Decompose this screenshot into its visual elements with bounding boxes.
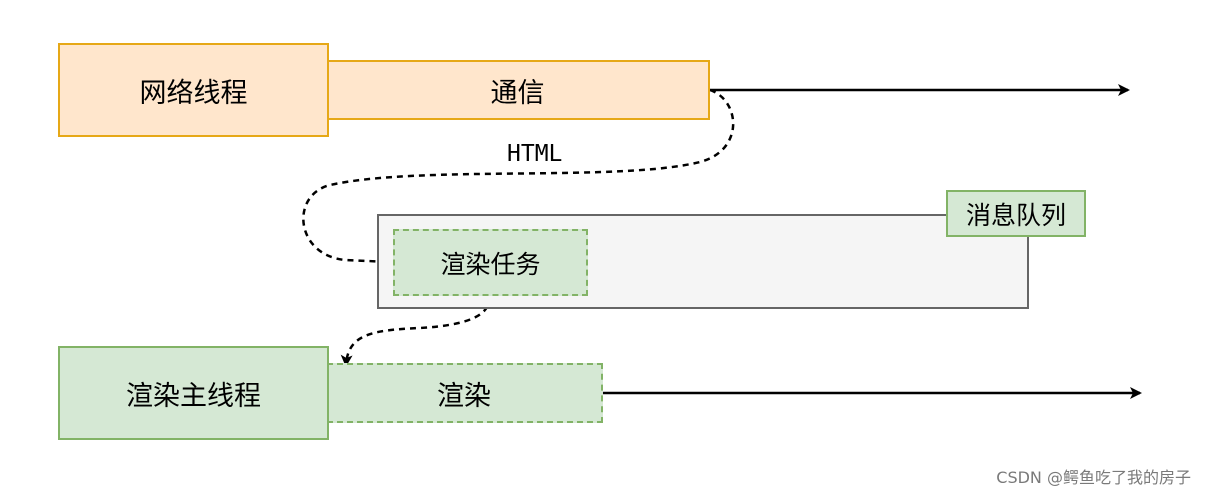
communication-label: 通信	[490, 77, 545, 109]
task-to-main-thread-arrow	[340, 295, 492, 367]
render-main-thread-label: 渲染主线程	[126, 380, 261, 412]
html-label: HTML	[507, 141, 563, 167]
message-queue-label-box: 消息队列	[946, 190, 1086, 237]
render-block: 渲染	[327, 363, 603, 423]
message-queue-label: 消息队列	[965, 200, 1066, 230]
render-main-thread-box: 渲染主线程	[58, 346, 329, 440]
network-thread-label: 网络线程	[139, 77, 248, 109]
render-task-box: 渲染任务	[393, 229, 588, 296]
render-label: 渲染	[437, 380, 491, 412]
watermark: CSDN @鳄鱼吃了我的房子	[996, 468, 1191, 487]
network-thread-box: 网络线程	[58, 43, 329, 137]
render-task-label: 渲染任务	[440, 249, 541, 279]
html-flow-arrow	[302, 88, 735, 268]
communication-block: 通信	[327, 60, 710, 120]
